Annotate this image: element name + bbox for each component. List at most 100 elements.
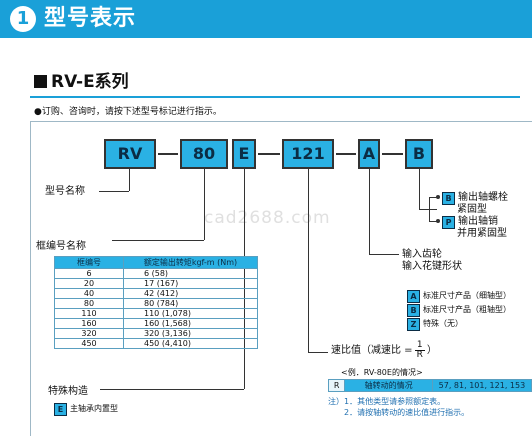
table-cell: 160 xyxy=(54,318,124,329)
series-title-text: RV-E系列 xyxy=(51,72,129,92)
option-code-box: P xyxy=(442,216,455,229)
footnote-2: 2．请按轴转动的速比值进行指示。 xyxy=(328,408,470,417)
header-banner xyxy=(0,0,532,38)
leader-line-output xyxy=(429,197,430,221)
code-box-frame: 80 xyxy=(180,139,228,169)
option-text: 主轴承内置型 xyxy=(70,404,118,413)
table-header-row: 框编号 额定输出转矩kgf-m (Nm) xyxy=(54,256,258,269)
leader-line-frame xyxy=(204,169,205,240)
code-box-input: A xyxy=(358,139,380,169)
option-text: 标准尺寸产品（粗轴型） xyxy=(423,305,511,314)
code-box-rv: RV xyxy=(104,139,156,169)
ratio-example-caption: <例．RV-80E的情况> xyxy=(341,368,423,377)
ratio-denominator: R xyxy=(416,349,423,360)
table-cell: 320 xyxy=(54,328,124,339)
dash-connector xyxy=(158,153,178,155)
ratio-numerator: 1 xyxy=(414,340,425,351)
leader-line-output xyxy=(419,209,437,210)
table-cell: 320 (3,136) xyxy=(123,328,258,339)
leader-line-output xyxy=(429,197,439,198)
table-cell: 6 xyxy=(54,268,124,279)
label-input-spline: 输入花键形状 xyxy=(402,261,462,272)
table-cell: 80 xyxy=(54,298,124,309)
option-code-box: B xyxy=(442,192,455,205)
bullet-dot-icon xyxy=(436,195,440,199)
table-cell: 110 xyxy=(54,308,124,319)
label-frame-name: 框编号名称 xyxy=(36,241,86,252)
column-header: 额定输出转矩kgf-m (Nm) xyxy=(123,256,258,269)
code-box-ratio: 121 xyxy=(282,139,334,169)
leader-line-input xyxy=(369,254,399,255)
diagram-frame xyxy=(30,121,532,436)
code-box-e: E xyxy=(232,139,256,169)
leader-line-frame xyxy=(112,240,204,241)
output-option-p-line2: 并用紧固型 xyxy=(457,228,507,239)
output-option-b-line2: 紧固型 xyxy=(457,204,487,215)
footnote-1: 注）1．其他类型请参照额定表。 xyxy=(328,397,446,406)
section-divider xyxy=(30,96,520,98)
table-cell: 110 (1,078) xyxy=(123,308,258,319)
watermark-text: cad2688.com xyxy=(204,208,331,228)
leader-line-ratio xyxy=(308,352,328,353)
table-cell: 6 (58) xyxy=(123,268,258,279)
leader-line-input xyxy=(369,169,370,254)
ratio-header: 轴转动的情况 xyxy=(344,379,433,392)
square-bullet-icon xyxy=(34,75,47,88)
option-code-box: Z xyxy=(407,318,420,331)
table-cell: 450 (4,410) xyxy=(123,338,258,349)
ratio-prefix: 速比值（减速比 = xyxy=(331,345,413,356)
table-cell: 160 (1,568) xyxy=(123,318,258,329)
dash-connector xyxy=(258,153,280,155)
column-header: 框编号 xyxy=(54,256,124,269)
code-box-output: B xyxy=(405,139,433,169)
leader-line-ratio xyxy=(308,169,309,352)
page-title: 型号表示 xyxy=(44,6,137,31)
bullet-dot-icon xyxy=(436,219,440,223)
leader-line-model xyxy=(99,191,129,192)
table-cell: 40 xyxy=(54,288,124,299)
leader-line-special xyxy=(100,389,244,390)
ordering-note: ●订购、咨询时，请按下述型号标记进行指示。 xyxy=(34,107,222,117)
option-text: 标准尺寸产品（细轴型） xyxy=(423,291,511,300)
option-code-box: A xyxy=(407,290,420,303)
dash-connector xyxy=(336,153,356,155)
leader-line-output xyxy=(429,221,439,222)
table-cell: 450 xyxy=(54,338,124,349)
ratio-values: 57, 81, 101, 121, 153 xyxy=(431,379,532,392)
label-special-structure: 特殊构造 xyxy=(48,386,88,397)
label-model-name: 型号名称 xyxy=(45,186,85,197)
ratio-code: R xyxy=(327,379,346,392)
label-input-gear: 输入齿轮 xyxy=(402,249,442,260)
leader-line-output xyxy=(419,169,420,209)
table-cell: 80 (784) xyxy=(123,298,258,309)
option-text: 特殊（无） xyxy=(423,319,463,328)
leader-line-model xyxy=(129,169,130,191)
ratio-suffix: ） xyxy=(426,345,437,356)
option-code-box: E xyxy=(54,403,67,416)
option-text: 输出轴销 xyxy=(458,216,498,227)
section-number-badge: 1 xyxy=(10,6,36,32)
series-title: RV-E系列 xyxy=(34,71,129,93)
table-cell: 42 (412) xyxy=(123,288,258,299)
option-code-box: B xyxy=(407,304,420,317)
dash-connector xyxy=(382,153,403,155)
option-text: 输出轴螺栓 xyxy=(458,192,508,203)
table-cell: 17 (167) xyxy=(123,278,258,289)
table-row: R 轴转动的情况 57, 81, 101, 121, 153 xyxy=(327,379,532,392)
